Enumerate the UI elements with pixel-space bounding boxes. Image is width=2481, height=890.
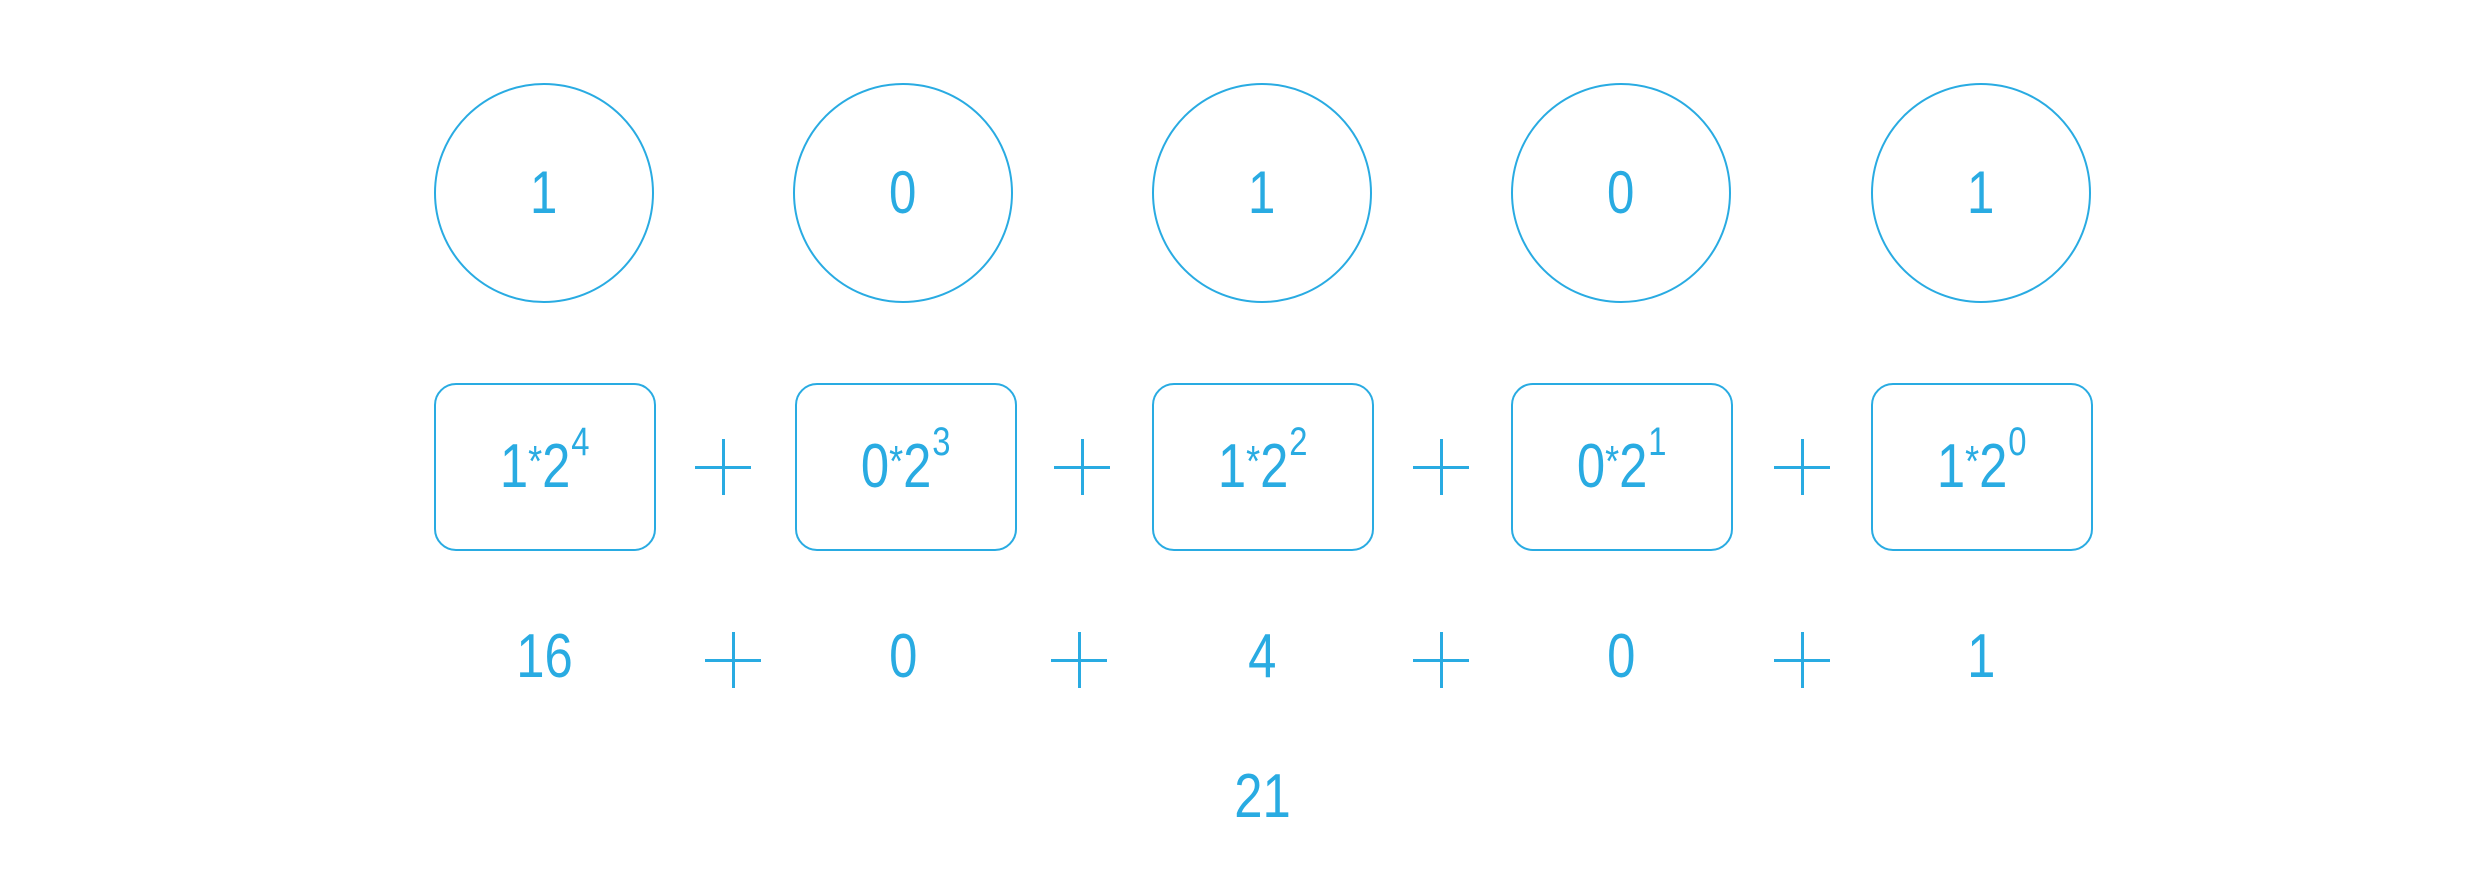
term-value-4: 16	[444, 626, 644, 688]
term-coef: 1	[1937, 432, 1966, 501]
term-value-0: 1	[1881, 626, 2081, 688]
term-exponent: 3	[932, 420, 951, 464]
plus-icon	[1051, 632, 1107, 688]
term-expression: 1*22	[1218, 422, 1308, 498]
bit-circle-1: 0	[1511, 83, 1731, 303]
plus-icon	[695, 439, 751, 495]
bit-digit: 0	[1607, 159, 1635, 226]
decimal-total: 21	[1162, 766, 1362, 828]
bit-circle-2: 1	[1152, 83, 1372, 303]
term-box-3: 0*23	[795, 383, 1017, 551]
term-exponent: 0	[2008, 420, 2027, 464]
plus-icon	[1413, 632, 1469, 688]
term-base: 2	[542, 432, 571, 501]
bit-digit: 1	[1248, 159, 1276, 226]
value-text: 0	[1606, 622, 1636, 691]
multiply-sign: *	[1965, 437, 1980, 486]
term-base: 2	[1260, 432, 1289, 501]
term-coef: 0	[1577, 432, 1606, 501]
term-exponent: 2	[1289, 420, 1308, 464]
bit-digit: 0	[889, 159, 917, 226]
term-expression: 0*23	[861, 422, 951, 498]
bit-digit: 1	[530, 159, 558, 226]
bit-circle-3: 0	[793, 83, 1013, 303]
term-exponent: 1	[1648, 420, 1667, 464]
total-text: 21	[1233, 762, 1291, 831]
term-base: 2	[1979, 432, 2008, 501]
term-box-1: 0*21	[1511, 383, 1733, 551]
multiply-sign: *	[889, 437, 904, 486]
term-box-0: 1*20	[1871, 383, 2093, 551]
term-box-2: 1*22	[1152, 383, 1374, 551]
value-text: 1	[1966, 622, 1996, 691]
bit-circle-4: 1	[434, 83, 654, 303]
multiply-sign: *	[1246, 437, 1261, 486]
plus-icon	[1054, 439, 1110, 495]
multiply-sign: *	[1605, 437, 1620, 486]
term-base: 2	[903, 432, 932, 501]
value-text: 0	[888, 622, 918, 691]
value-text: 16	[515, 622, 573, 691]
term-expression: 1*24	[500, 422, 590, 498]
term-coef: 1	[500, 432, 529, 501]
term-exponent: 4	[571, 420, 590, 464]
bit-digit: 1	[1967, 159, 1995, 226]
term-box-4: 1*24	[434, 383, 656, 551]
term-coef: 1	[1218, 432, 1247, 501]
plus-icon	[1413, 439, 1469, 495]
term-coef: 0	[861, 432, 890, 501]
bit-circle-0: 1	[1871, 83, 2091, 303]
term-value-1: 0	[1521, 626, 1721, 688]
term-expression: 1*20	[1937, 422, 2027, 498]
term-expression: 0*21	[1577, 422, 1667, 498]
multiply-sign: *	[528, 437, 543, 486]
plus-icon	[705, 632, 761, 688]
term-base: 2	[1619, 432, 1648, 501]
term-value-3: 0	[803, 626, 1003, 688]
term-value-2: 4	[1162, 626, 1362, 688]
plus-icon	[1774, 439, 1830, 495]
value-text: 4	[1247, 622, 1277, 691]
plus-icon	[1774, 632, 1830, 688]
